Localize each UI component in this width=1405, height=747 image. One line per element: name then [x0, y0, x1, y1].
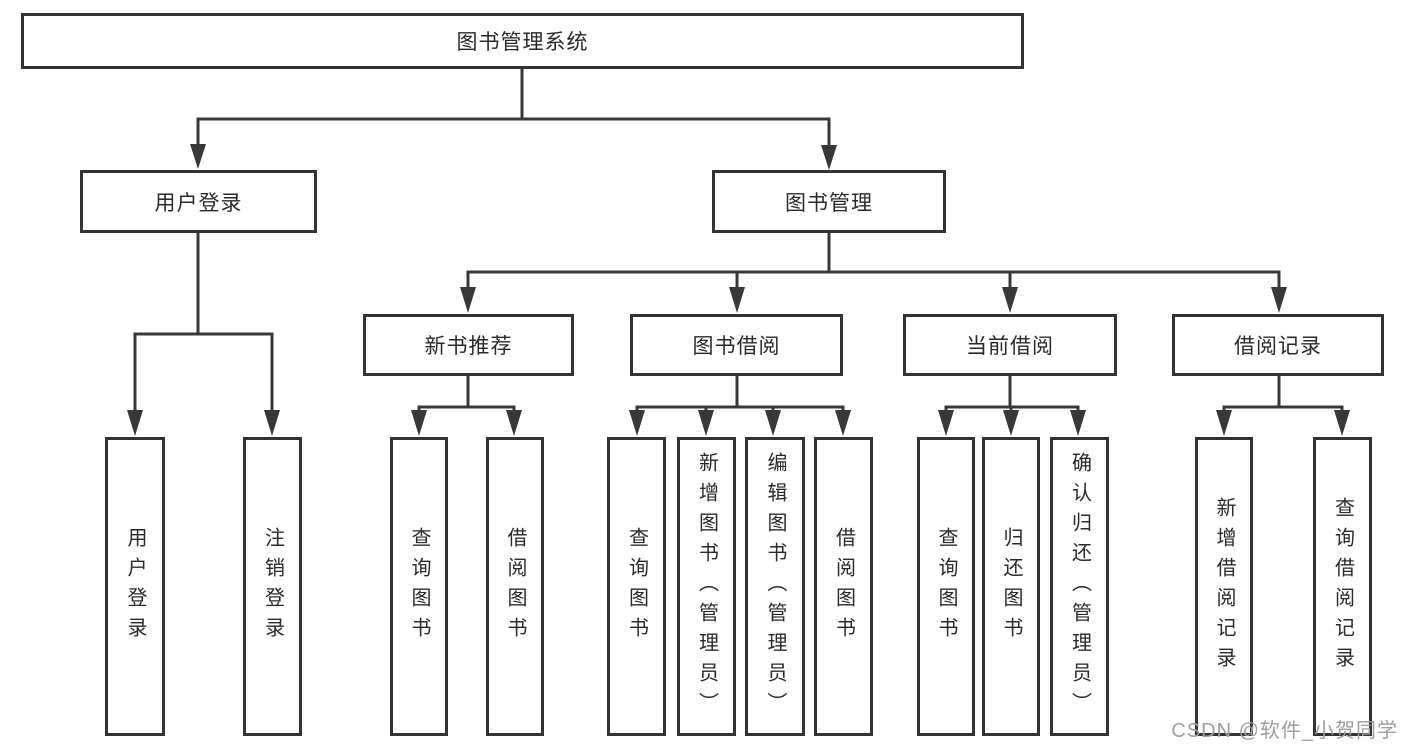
connector-current-borrow-to-leaves — [938, 374, 1086, 436]
leaf-query-borrow-record: 查询借阅记录 — [1313, 437, 1372, 736]
node-new-book-recommend: 新书推荐 — [363, 314, 574, 376]
leaf-edit-book-admin-label: 编辑图书（管理员） — [764, 451, 786, 722]
node-current-borrow: 当前借阅 — [903, 314, 1117, 376]
node-root-label: 图书管理系统 — [456, 31, 589, 54]
node-book-borrow-label: 图书借阅 — [692, 335, 781, 358]
leaf-query-books-current: 查询图书 — [917, 437, 975, 736]
node-book-borrow: 图书借阅 — [630, 314, 843, 376]
watermark: CSDN @软件_小贺同学 — [1171, 720, 1398, 742]
leaf-add-borrow-record-label: 新增借阅记录 — [1213, 496, 1235, 677]
leaf-return-book-label: 归还图书 — [1000, 526, 1022, 647]
leaf-borrow-books-borrow: 借阅图书 — [814, 437, 873, 736]
leaf-confirm-return-admin: 确认归还（管理员） — [1050, 437, 1109, 736]
leaf-borrow-books-recommend: 借阅图书 — [486, 437, 544, 736]
node-borrow-records: 借阅记录 — [1172, 314, 1384, 376]
leaf-add-borrow-record: 新增借阅记录 — [1195, 437, 1253, 736]
leaf-query-books-borrow-label: 查询图书 — [625, 526, 648, 647]
node-user-login: 用户登录 — [80, 170, 317, 233]
leaf-query-books-current-label: 查询图书 — [935, 526, 957, 647]
leaf-query-books-recommend-label: 查询图书 — [408, 526, 430, 647]
leaf-logout: 注销登录 — [243, 437, 302, 736]
leaf-borrow-books-borrow-label: 借阅图书 — [832, 526, 855, 647]
leaf-user-login: 用户登录 — [105, 437, 165, 736]
connector-book-borrow-to-leaves — [629, 374, 851, 436]
node-user-login-label: 用户登录 — [154, 191, 243, 215]
leaf-edit-book-admin: 编辑图书（管理员） — [745, 437, 805, 736]
node-book-management-label: 图书管理 — [785, 191, 873, 215]
leaf-query-books-recommend: 查询图书 — [390, 437, 448, 736]
node-root: 图书管理系统 — [21, 13, 1024, 69]
leaf-query-books-borrow: 查询图书 — [607, 437, 666, 736]
node-borrow-records-label: 借阅记录 — [1234, 335, 1322, 358]
node-new-book-recommend-label: 新书推荐 — [424, 335, 513, 358]
connector-root-to-level2 — [190, 67, 837, 170]
connector-book-management-to-level3 — [460, 231, 1287, 313]
leaf-user-login-label: 用户登录 — [124, 526, 146, 647]
leaf-add-book-admin-label: 新增图书（管理员） — [695, 451, 718, 722]
leaf-logout-label: 注销登录 — [261, 526, 284, 647]
leaf-add-book-admin: 新增图书（管理员） — [677, 437, 736, 736]
leaf-query-borrow-record-label: 查询借阅记录 — [1331, 496, 1354, 677]
leaf-borrow-books-recommend-label: 借阅图书 — [504, 526, 526, 647]
connector-borrow-records-to-leaves — [1216, 374, 1350, 436]
leaf-confirm-return-admin-label: 确认归还（管理员） — [1068, 451, 1091, 722]
connector-new-book-to-leaves — [411, 374, 522, 436]
connector-user-login-to-leaves — [127, 231, 280, 436]
leaf-return-book: 归还图书 — [982, 437, 1040, 736]
node-book-management: 图书管理 — [712, 170, 946, 233]
node-current-borrow-label: 当前借阅 — [966, 335, 1054, 358]
